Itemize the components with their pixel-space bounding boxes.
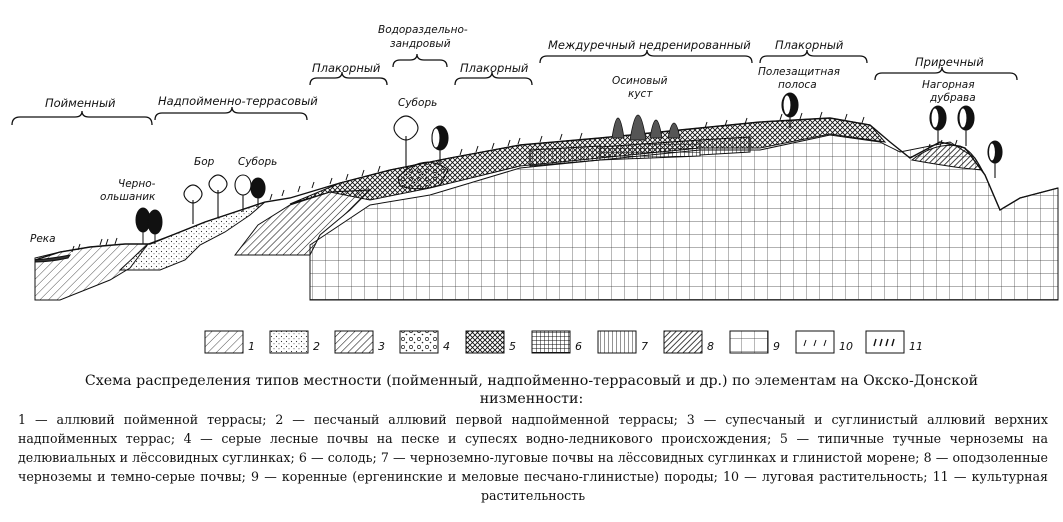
zone-label-nadpoymenno: Надпойменно-террасовый [158, 94, 318, 108]
legend-num-1: 1 [248, 340, 255, 353]
legend-swatch-4 [399, 330, 439, 354]
legend-swatch-3 [334, 330, 374, 354]
meadow-vegetation [71, 111, 958, 253]
label-subor-1: Суборь [238, 156, 277, 168]
label-chernoolsh-2: ольшаник [100, 191, 156, 203]
legend-num-5: 5 [509, 340, 516, 353]
legend-swatch-8 [663, 330, 703, 354]
river [34, 254, 72, 263]
layer-podzol-chernozem [910, 144, 983, 171]
zone-label-vodorazdel-2: зандровый [390, 38, 451, 50]
layer-alluvium-floodplain [34, 243, 149, 301]
layer-meadow-chernozem-2 [699, 136, 751, 156]
label-nagornaya-2: дубрава [929, 92, 976, 104]
legend-num-3: 3 [378, 340, 385, 353]
legend-num-11: 11 [909, 340, 923, 353]
label-reka: Река [30, 233, 56, 245]
label-polezash-2: полоса [778, 79, 817, 91]
label-osinovy-1: Осиновый [612, 75, 668, 87]
legend-num-9: 9 [773, 340, 780, 353]
label-polezash-1: Полезащитная [758, 66, 840, 78]
label-osinovy-2: куст [628, 88, 653, 100]
zone-label-prirechny: Приречный [915, 55, 984, 69]
zone-braces [11, 49, 1018, 126]
caption-line-1: Схема распределения типов местности (пой… [84, 373, 979, 389]
legend-num-4: 4 [443, 340, 450, 353]
zone-label-vodorazdel-1: Водораздельно- [378, 24, 468, 36]
legend-swatch-1 [204, 330, 244, 354]
label-subor-2: Суборь [398, 97, 437, 109]
caption-line-2: низменности: [479, 391, 584, 407]
label-nagornaya-1: Нагорная [922, 79, 975, 91]
subor-trees-1 [234, 174, 266, 212]
zone-label-mezhdurech: Междуречный недренированный [548, 38, 751, 52]
zone-label-poymenny: Пойменный [45, 96, 116, 110]
pine-trees [183, 174, 228, 224]
legend-swatch-5 [465, 330, 505, 354]
shelter-belt [781, 92, 799, 128]
legend-swatch-7 [597, 330, 637, 354]
label-chernoolsh-1: Черно- [118, 178, 156, 190]
profile-layers [34, 117, 1059, 301]
legend-swatch-9 [729, 330, 769, 354]
layer-meadow-chernozem-1 [529, 145, 601, 167]
legend-num-7: 7 [641, 340, 648, 353]
aspen-bush [611, 114, 681, 141]
legend-numbers: 1 2 3 4 5 6 7 8 9 10 11 [248, 340, 923, 353]
zone-label-plakorny-1: Плакорный [312, 61, 381, 75]
zone-label-plakorny-3: Плакорный [775, 38, 844, 52]
legend-swatch-6 [531, 330, 571, 354]
zone-label-plakorny-2: Плакорный [460, 61, 529, 75]
legend-num-2: 2 [313, 340, 320, 353]
legend [204, 330, 905, 354]
surface-line [34, 117, 1059, 261]
legend-swatch-11 [865, 330, 905, 354]
figure-caption: Схема распределения типов местности (пой… [0, 372, 1063, 408]
legend-description: 1 — аллювий пойменной террасы; 2 — песча… [18, 412, 1048, 503]
label-bor: Бор [194, 156, 215, 168]
alder-trees [135, 207, 163, 244]
landscape-profile-diagram: Пойменный Надпойменно-террасовый Плакорн… [11, 24, 1059, 354]
legend-swatch-2 [269, 330, 309, 354]
legend-num-8: 8 [707, 340, 714, 353]
legend-num-6: 6 [575, 340, 582, 353]
legend-num-10: 10 [839, 340, 853, 353]
upland-oak-trees [929, 105, 1003, 178]
subor-trees-2 [393, 115, 449, 168]
